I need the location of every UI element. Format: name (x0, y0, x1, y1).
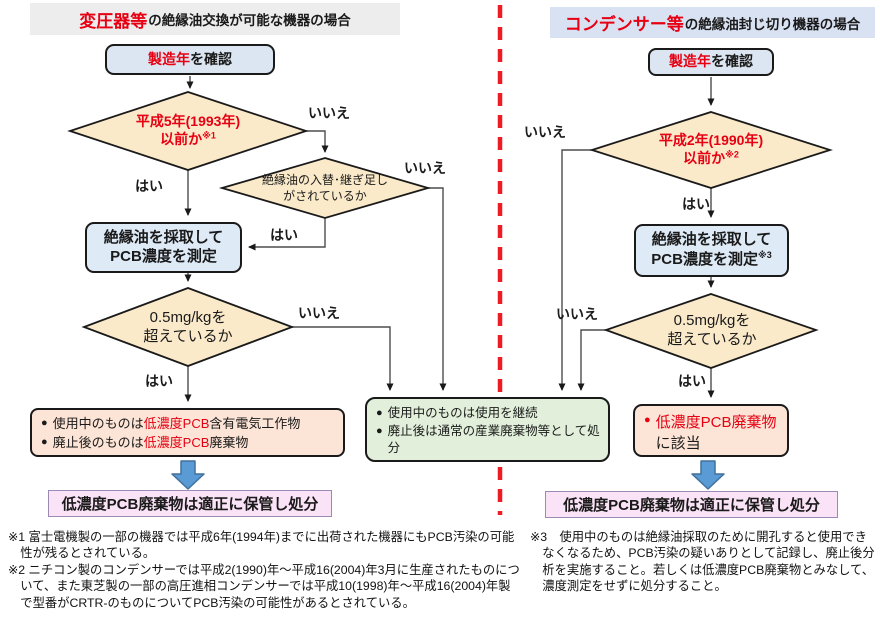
header-transformers-rest: の絶縁油交換が可能な機器の場合 (148, 13, 351, 28)
measure-box-left: 絶縁油を採取して PCB濃度を測定 (85, 222, 242, 273)
measure-right-line2: PCB濃度を測定 (651, 251, 758, 268)
measure-left-line2: PCB濃度を測定 (110, 247, 217, 265)
decision-year-left-line1: 平成5年(1993年) (135, 113, 241, 129)
result-left-item1-pre: 使用中のものは (52, 416, 144, 431)
header-transformers: 変圧器等 の絶縁油交換が可能な機器の場合 (30, 3, 400, 35)
connector-yes-oilchange-to-measure (248, 218, 326, 251)
edge-label-no-oilchange: いいえ (404, 160, 446, 176)
connector-no-year-right-to-green (558, 149, 592, 391)
decision-year-right-label: 平成2年(1990年) 以前か※2 (611, 131, 811, 167)
connector-no-oilchange-to-green (428, 187, 447, 391)
result-box-left: ● 使用中のものは低濃度PCB含有電気工作物 ● 廃止後のものは低濃度PCB廃棄… (30, 408, 345, 457)
measure-box-right: 絶縁油を採取して PCB濃度を測定※3 (634, 224, 789, 277)
bullet-icon: ● (644, 414, 651, 426)
decision-year-right-line2: 以前か (683, 150, 726, 167)
start-box-right: 製造年を確認 (648, 48, 774, 76)
connector-lines (184, 76, 715, 402)
result-left-item2: ● 廃止後のものは低濃度PCB廃棄物 (41, 434, 335, 453)
edge-label-yes-year-left: はい (135, 178, 163, 194)
result-left-item1-highlight: 低濃度PCB (143, 416, 210, 431)
edge-label-no-year-left: いいえ (308, 105, 350, 121)
note-ref-1: ※1 (202, 130, 216, 141)
decision-diamond-year-right (589, 111, 833, 189)
continue-item1: ● 使用中のものは使用を継続 (376, 405, 602, 423)
start-box-left: 製造年を確認 (105, 44, 275, 75)
final-box-right: 低濃度PCB廃棄物は適正に保管し処分 (545, 491, 838, 518)
bullet-icon: ● (41, 435, 48, 448)
final-box-left: 低濃度PCB廃棄物は適正に保管し処分 (48, 490, 332, 517)
decision-oil-change-line1: 絶縁油の入替･継ぎ足し (261, 173, 388, 187)
decision-oil-change-line2: がされているか (283, 189, 367, 204)
big-down-arrow-left (171, 460, 205, 490)
header-capacitors: コンデンサー等 の絶縁油封じ切り機器の場合 (550, 7, 875, 38)
edge-label-yes-oilchange: はい (270, 227, 298, 243)
start-left-rest: を確認 (190, 50, 232, 67)
decision-diamond-threshold-left (81, 287, 295, 367)
result-left-item2-pre: 廃止後のものは (52, 434, 144, 450)
note-ref-3: ※3 (757, 250, 772, 260)
decision-year-right-line1: 平成2年(1990年) (658, 132, 764, 148)
footnotes-right: ※3 使用中のものは絶縁油採取のために開孔すると使用できなくなるため、PCB汚染… (530, 529, 876, 595)
continue-item1-text: 使用中のものは使用を継続 (387, 406, 538, 420)
footnote-2: ※2 ニチコン製のコンデンサーでは平成2(1990)年～平成16(2004)年3… (8, 562, 520, 610)
header-capacitors-highlight: コンデンサー等 (564, 15, 684, 34)
decision-diamond-threshold-right (603, 293, 819, 369)
edge-label-no-threshold-left: いいえ (298, 305, 340, 321)
decision-threshold-right-label: 0.5mg/kgを 超えているか (632, 311, 792, 349)
big-arrows (171, 460, 725, 490)
footnote-3: ※3 使用中のものは絶縁油採取のために開孔すると使用できなくなるため、PCB汚染… (530, 530, 875, 594)
result-left-item2-post: 廃棄物 (209, 434, 249, 450)
bullet-icon: ● (376, 407, 383, 419)
footnote-1: ※1 富士電機製の一部の機器では平成6年(1994年)までに出荷された機器にもP… (8, 530, 515, 561)
edge-label-yes-year-right: はい (682, 196, 710, 212)
decision-diamond-year-left (67, 91, 309, 171)
header-capacitors-rest: の絶縁油封じ切り機器の場合 (684, 16, 861, 32)
result-left-item1: ● 使用中のものは低濃度PCB含有電気工作物 (41, 415, 335, 434)
result-right-rest: に該当 (655, 435, 701, 452)
result-left-item1-post: 含有電気工作物 (209, 416, 301, 431)
footnotes-left: ※1 富士電機製の一部の機器では平成6年(1994年)までに出荷された機器にもP… (8, 529, 520, 611)
measure-right-line1: 絶縁油を採取して (651, 231, 772, 249)
connector-no-threshold-right-to-green (577, 329, 606, 391)
decision-year-left-label: 平成5年(1993年) 以前か※1 (88, 112, 288, 148)
result-right-highlight: 低濃度PCB廃棄物 (655, 414, 777, 431)
header-transformers-highlight: 変圧器等 (79, 11, 148, 31)
decision-diamonds (67, 91, 833, 369)
decision-threshold-left-line2: 超えているか (143, 328, 233, 346)
measure-left-line1: 絶縁油を採取して (103, 228, 224, 246)
result-box-right: ● 低濃度PCB廃棄物 に該当 (633, 404, 789, 457)
big-down-arrow-right (691, 460, 725, 490)
decision-threshold-left-line1: 0.5mg/kgを (149, 309, 227, 326)
continue-box: ● 使用中のものは使用を継続 ● 廃止後は通常の産業廃棄物等として処分 (365, 397, 610, 462)
decision-threshold-right-line1: 0.5mg/kgを (673, 312, 751, 329)
bullet-icon: ● (41, 417, 48, 429)
edge-label-yes-threshold-left: はい (145, 373, 173, 389)
decision-year-left-line2: 以前か (160, 131, 203, 148)
decision-threshold-left-label: 0.5mg/kgを 超えているか (108, 308, 268, 346)
edge-label-no-year-right: いいえ (524, 124, 566, 140)
start-right-highlight: 製造年 (669, 53, 711, 70)
edge-label-no-threshold-right: いいえ (556, 306, 598, 322)
connector-no-to-oilchange (306, 130, 329, 153)
continue-item2-text: 廃止後は通常の産業廃棄物等として処分 (387, 423, 600, 456)
bullet-icon: ● (376, 424, 383, 437)
start-right-rest: を確認 (711, 53, 753, 70)
result-right-item: ● 低濃度PCB廃棄物 に該当 (644, 412, 781, 454)
connector-no-threshold-left-to-green (292, 326, 394, 391)
note-ref-2: ※2 (725, 149, 739, 160)
result-left-item2-highlight: 低濃度PCB (143, 434, 210, 450)
decision-oil-change-label: 絶縁油の入替･継ぎ足し がされているか (225, 172, 425, 204)
edge-label-yes-threshold-right: はい (678, 373, 706, 389)
decision-threshold-right-line2: 超えているか (667, 331, 757, 349)
start-left-highlight: 製造年 (148, 50, 190, 67)
decision-diamond-oil-change (218, 157, 432, 219)
continue-item2: ● 廃止後は通常の産業廃棄物等として処分 (376, 423, 602, 458)
